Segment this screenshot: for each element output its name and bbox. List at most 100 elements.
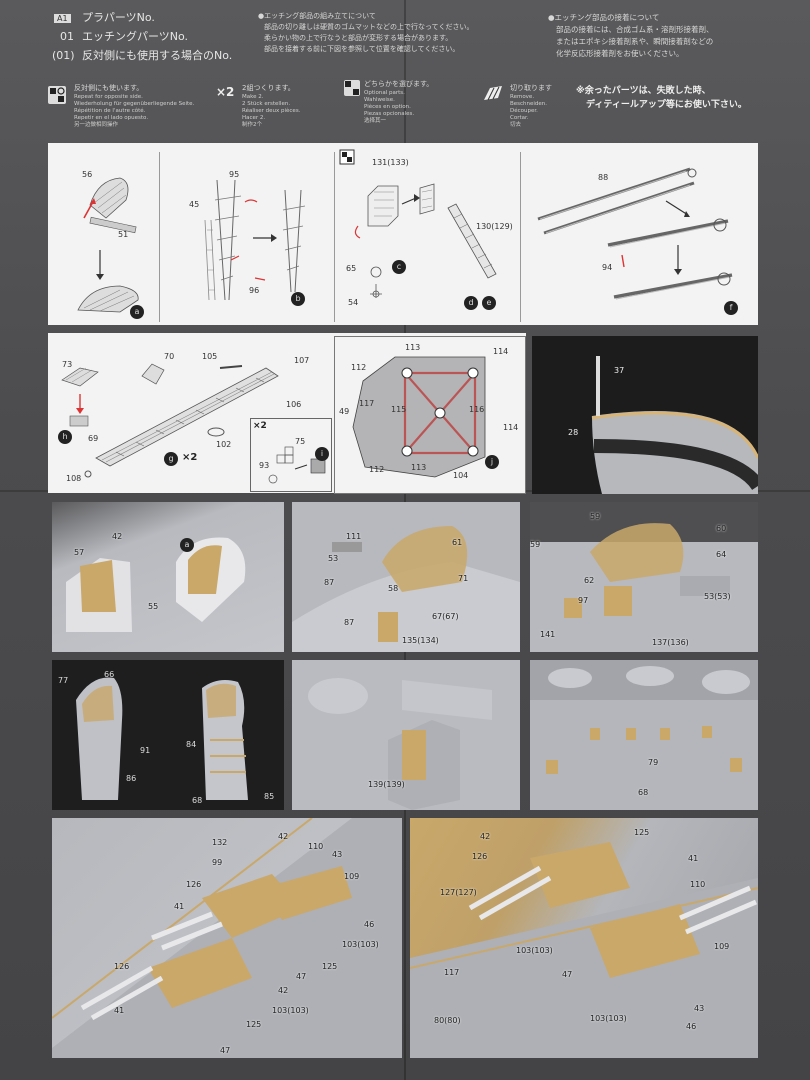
- legend-code-01: 01: [60, 30, 74, 43]
- part-label: 111: [346, 532, 362, 541]
- make-two-icon: ×2: [216, 85, 235, 99]
- step-badge-h: h: [58, 430, 72, 444]
- legend2-es: Hacer 2.: [242, 115, 266, 121]
- legend4-zh: 切去: [510, 122, 522, 128]
- legend2-de: 2 Stück erstellen.: [242, 101, 291, 107]
- part-label: 87: [324, 578, 335, 587]
- note-glue-title: ●エッチング部品の接着について: [548, 13, 660, 22]
- part-label: 125: [246, 1020, 262, 1029]
- note-assembly-2: 柔らかい物の上で行なうと部品が変形する場合があります。: [264, 34, 453, 42]
- part-label: 61: [452, 538, 463, 547]
- part-label: 109: [714, 942, 730, 951]
- part-label: 114: [503, 423, 519, 432]
- note-glue-3: 化学反応形接着剤をお使いください。: [556, 49, 684, 58]
- step-i-box: ×2 75 93 i: [250, 418, 332, 492]
- opposite-side-icon: [48, 86, 66, 104]
- legend3-zh: 选择其一: [364, 118, 387, 124]
- part-label: 67(67): [432, 612, 459, 621]
- part-label: 105: [202, 352, 218, 361]
- part-label: 88: [598, 173, 609, 182]
- part-label: 86: [126, 774, 137, 783]
- surplus-note-2: ディティールアップ等にお使い下さい。: [586, 100, 747, 110]
- part-label: 75: [295, 437, 306, 446]
- part-label: 110: [690, 880, 706, 889]
- part-label: 108: [66, 474, 82, 483]
- part-label: 141: [540, 630, 556, 639]
- part-label: 117: [359, 399, 375, 408]
- part-label: 37: [614, 366, 625, 375]
- legend4-en: Remove.: [510, 94, 535, 100]
- part-label: 47: [562, 970, 573, 979]
- part-label: 46: [364, 920, 375, 929]
- legend3-en: Optional parts.: [364, 90, 405, 96]
- part-label: 28: [568, 428, 579, 437]
- step-badge-b: b: [291, 292, 305, 306]
- part-label: 126: [114, 962, 130, 971]
- part-label: 69: [88, 434, 99, 443]
- photo-turret-base: 139(139): [292, 660, 520, 810]
- part-label: 59: [530, 540, 541, 549]
- legend1-en: Repeat for opposite side.: [74, 94, 143, 100]
- legend1-es: Repetir en el lado opuesto.: [74, 115, 149, 121]
- part-label: 58: [388, 584, 399, 593]
- legend4-jp: 切り取ります: [510, 84, 552, 92]
- part-label: 132: [212, 838, 228, 847]
- part-label: 66: [104, 670, 115, 679]
- part-label: 51: [118, 230, 129, 239]
- part-label: 64: [716, 550, 727, 559]
- part-label: 41: [174, 902, 185, 911]
- part-label: 103(103): [272, 1006, 309, 1015]
- photo-bridge-1: 111 61 53 87 58 71 87 67(67) 135(134): [292, 502, 520, 652]
- part-label: 117: [444, 968, 460, 977]
- part-label: 49: [339, 407, 350, 416]
- legend4-es: Cortar.: [510, 115, 529, 121]
- part-label: 68: [638, 788, 649, 797]
- photo-turrets-2: 42 125 41 126 127(127) 110 103(103) 109 …: [410, 818, 758, 1058]
- part-label: 62: [584, 576, 595, 585]
- separator: [520, 152, 521, 322]
- legend2-jp: 2組つくります。: [242, 84, 295, 92]
- part-label: 135(134): [402, 636, 439, 645]
- legend1-fr: Répétition de l'autre côté.: [74, 108, 146, 114]
- part-label: 54: [348, 298, 359, 307]
- part-label: 114: [493, 347, 509, 356]
- part-label: 71: [458, 574, 469, 583]
- part-label: 125: [634, 828, 650, 837]
- legend-code-opp: (01): [52, 49, 75, 62]
- part-label: 116: [469, 405, 485, 414]
- part-label: 91: [140, 746, 151, 755]
- part-label: 68: [192, 796, 203, 805]
- part-label: 131(133): [372, 158, 409, 167]
- photo-bridge-2: 59 59 60 64 62 97 53(53) 141 137(136): [530, 502, 758, 652]
- legend-plastic-part: プラパーツNo.: [82, 11, 155, 24]
- part-label: 139(139): [368, 780, 405, 789]
- part-label: 43: [694, 1004, 705, 1013]
- part-label: 96: [249, 286, 260, 295]
- separator: [159, 152, 160, 322]
- note-assembly-title: ●エッチング部品の組み立てについて: [258, 12, 376, 20]
- part-label: 107: [294, 356, 310, 365]
- step-ghi-diagram: 73 70 105 107 106 69 102 108 h g ×2: [56, 340, 326, 490]
- separator: [334, 152, 335, 322]
- photo-funnel-step-a: 42 57 55 a: [52, 502, 284, 652]
- step-j-diagram: 113 114 112 49 117 115 116 114 112 113 1…: [334, 336, 526, 494]
- part-label: 125: [322, 962, 338, 971]
- step-f-diagram: 88 94 f: [524, 155, 754, 320]
- a1-tag: A1: [54, 14, 71, 24]
- note-glue-2: またはエポキシ接着剤系や、瞬間接着剤などの: [556, 37, 714, 46]
- part-label: 53(53): [704, 592, 731, 601]
- legend3-es: Piezas opcionales.: [364, 111, 415, 117]
- part-label: 42: [278, 832, 289, 841]
- part-label: 41: [688, 854, 699, 863]
- make-two-icon: ×2: [253, 421, 267, 431]
- step-cde-diagram: 131(133) 130(129) 65 54 c d e: [338, 148, 518, 322]
- part-label: 55: [148, 602, 159, 611]
- part-label: 130(129): [476, 222, 513, 231]
- part-label: 56: [82, 170, 93, 179]
- legend1-jp: 反対側にも使います。: [74, 84, 144, 92]
- step-badge-d: d: [464, 296, 478, 310]
- part-label: 113: [411, 463, 427, 472]
- part-label: 99: [212, 858, 223, 867]
- legend3-de: Wahlweise.: [364, 97, 395, 103]
- part-label: 137(136): [652, 638, 689, 647]
